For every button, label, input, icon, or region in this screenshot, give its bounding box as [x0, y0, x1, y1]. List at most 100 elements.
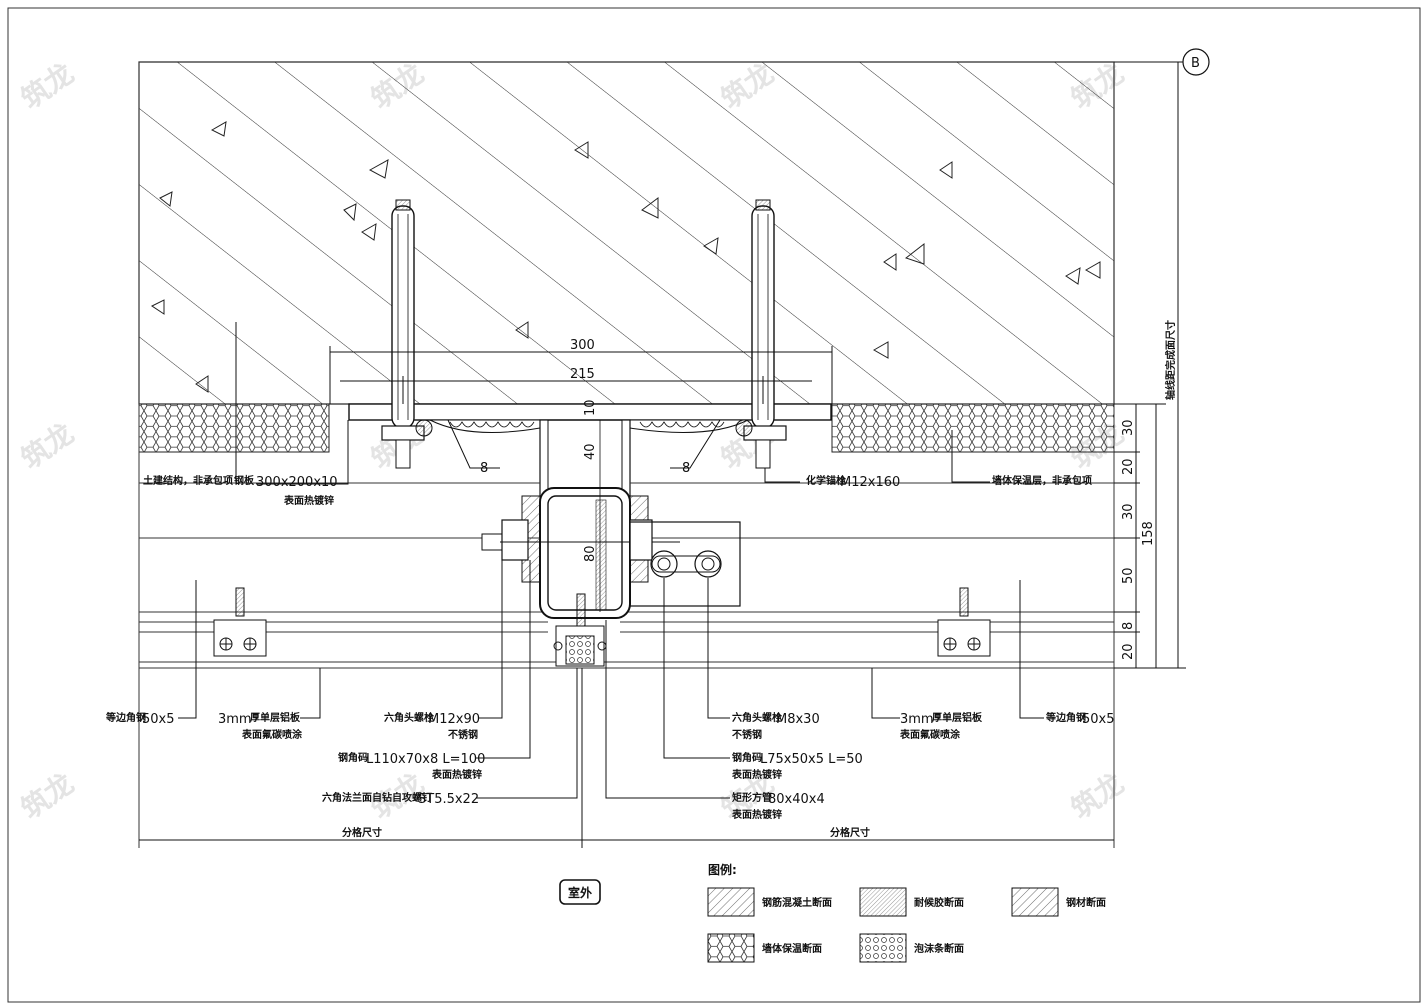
- svg-text:不锈钢: 不锈钢: [732, 728, 762, 741]
- legend-swatch-insulation: [707, 933, 755, 963]
- callout-corner-code-2: 钢角码 L75x50x5 L=50 表面热镀锌: [731, 751, 863, 781]
- svg-text:表面氟碳喷涂: 表面氟碳喷涂: [899, 728, 961, 741]
- axis-marker: B: [1178, 48, 1210, 76]
- screw-left: [213, 587, 267, 657]
- right-dim-axis-label: 轴线距完成面尺寸: [1164, 320, 1177, 400]
- insulation-right: [831, 403, 1115, 453]
- svg-text:300x200x10: 300x200x10: [256, 475, 338, 490]
- svg-text:M8x30: M8x30: [776, 712, 820, 727]
- steel-corner-code: [629, 521, 741, 607]
- callout-insulation: 墙体保温层，非承包项: [992, 474, 1092, 487]
- svg-text:六角头螺栓: 六角头螺栓: [732, 711, 782, 724]
- callout-bolt-m12: 六角头螺栓 M12x90 不锈钢: [384, 711, 480, 741]
- sheet-border: [7, 7, 1421, 1003]
- right-dim-158: 158: [1141, 521, 1156, 546]
- dimension-300: [329, 346, 833, 404]
- svg-text:墙体保温断面: 墙体保温断面: [762, 942, 822, 955]
- dim-40-label: 40: [583, 443, 598, 460]
- svg-text:3mm: 3mm: [218, 712, 252, 727]
- weld-left-label: 8: [480, 461, 488, 476]
- svg-text:室外: 室外: [568, 885, 592, 900]
- right-dim-20a: 20: [1121, 458, 1136, 475]
- callout-screw: 六角法兰面自钻自攻螺钉 ST5.5x22: [322, 791, 479, 807]
- svg-text:钢角码: 钢角码: [732, 751, 762, 764]
- legend-swatch-concrete: [707, 887, 755, 917]
- callout-aluminum-left: 3mm 厚单层铝板 表面氟碳喷涂: [218, 711, 303, 741]
- svg-text:化学锚栓: 化学锚栓: [806, 474, 846, 487]
- concrete-wall: [138, 61, 1115, 405]
- screw-right: [937, 587, 991, 657]
- leader-lines: [178, 322, 1044, 799]
- insulation-left: [138, 403, 330, 453]
- svg-text:土建结构，非承包项: 土建结构，非承包项: [143, 474, 233, 487]
- legend-swatch-steel: [1011, 887, 1059, 917]
- svg-text:图例:: 图例:: [708, 862, 737, 877]
- callout-steel-plate: 钢板 300x200x10 表面热镀锌: [234, 474, 338, 507]
- svg-text:等边角钢: 等边角钢: [1046, 711, 1086, 724]
- svg-text:六角头螺栓: 六角头螺栓: [384, 711, 434, 724]
- svg-text:筑龙: 筑龙: [15, 767, 80, 826]
- callout-bolt-m8: 六角头螺栓 M8x30 不锈钢: [732, 711, 820, 741]
- svg-text:筑龙: 筑龙: [1065, 767, 1130, 826]
- legend-swatch-sealant: [859, 887, 907, 917]
- weld-right-label: 8: [682, 461, 690, 476]
- callout-chemical-anchor: 化学锚栓 M12x160: [806, 474, 900, 490]
- svg-text:表面热镀锌: 表面热镀锌: [731, 768, 782, 781]
- dim-10-label: 10: [583, 399, 598, 416]
- svg-text:泡沫条断面: 泡沫条断面: [914, 942, 964, 955]
- svg-text:表面热镀锌: 表面热镀锌: [731, 808, 782, 821]
- svg-text:不锈钢: 不锈钢: [448, 728, 478, 741]
- bottom-dim-right: 分格尺寸: [830, 826, 870, 839]
- chemical-anchor-right: [735, 199, 787, 469]
- svg-text:50x5: 50x5: [1082, 712, 1115, 727]
- callout-angle-left: 等边角钢 50x5: [106, 711, 175, 727]
- callout-steel-tube: 矩形方管 80x40x4 表面热镀锌: [731, 791, 825, 821]
- svg-text:筑龙: 筑龙: [15, 57, 80, 116]
- svg-text:50x5: 50x5: [142, 712, 175, 727]
- dim-215-label: 215: [570, 367, 595, 382]
- legend: 图例: 钢筋混凝土断面 耐候胶断面 钢材断面 墙体保温断面 泡沫条断面: [707, 862, 1106, 963]
- svg-text:L110x70x8 L=100: L110x70x8 L=100: [366, 752, 485, 767]
- weld-symbols: [447, 419, 721, 469]
- screw-center: [553, 593, 607, 667]
- callout-civil: 土建结构，非承包项: [143, 474, 233, 487]
- svg-text:钢筋混凝土断面: 钢筋混凝土断面: [762, 896, 832, 909]
- dim-300-label: 300: [570, 338, 595, 353]
- svg-text:表面热镀锌: 表面热镀锌: [431, 768, 482, 781]
- svg-text:表面氟碳喷涂: 表面氟碳喷涂: [241, 728, 303, 741]
- panel-lines: [138, 62, 1115, 848]
- chemical-anchor-left: [381, 199, 433, 469]
- svg-text:六角法兰面自钻自攻螺钉: 六角法兰面自钻自攻螺钉: [322, 791, 432, 804]
- svg-text:矩形方管: 矩形方管: [732, 791, 772, 804]
- svg-text:L75x50x5 L=50: L75x50x5 L=50: [760, 752, 863, 767]
- svg-text:80x40x4: 80x40x4: [768, 792, 825, 807]
- legend-swatch-foam: [859, 933, 907, 963]
- svg-text:3mm: 3mm: [900, 712, 934, 727]
- outdoor-tag: 室外: [559, 879, 601, 905]
- callout-corner-code-1: 钢角码 L110x70x8 L=100 表面热镀锌: [338, 751, 485, 781]
- right-dimension-chain: [1114, 61, 1186, 669]
- svg-text:耐候胶断面: 耐候胶断面: [914, 896, 964, 909]
- svg-text:钢板: 钢板: [234, 474, 255, 487]
- svg-text:ST5.5x22: ST5.5x22: [418, 792, 479, 807]
- dimension-215: [340, 376, 812, 404]
- svg-text:M12x90: M12x90: [428, 712, 480, 727]
- bottom-dimension: [139, 668, 1114, 848]
- right-dim-20b: 20: [1121, 643, 1136, 660]
- steel-plate: [348, 403, 832, 501]
- svg-text:等边角钢: 等边角钢: [106, 711, 146, 724]
- svg-text:B: B: [1191, 56, 1200, 71]
- svg-text:钢材断面: 钢材断面: [1066, 896, 1106, 909]
- right-dim-8: 8: [1121, 622, 1136, 630]
- svg-text:厚单层铝板: 厚单层铝板: [250, 711, 301, 724]
- svg-text:筑龙: 筑龙: [15, 417, 80, 476]
- svg-text:表面热镀锌: 表面热镀锌: [283, 494, 334, 507]
- svg-text:墙体保温层，非承包项: 墙体保温层，非承包项: [992, 474, 1092, 487]
- right-dim-50: 50: [1121, 567, 1136, 584]
- svg-text:M12x160: M12x160: [840, 475, 900, 490]
- right-dim-30b: 30: [1121, 503, 1136, 520]
- bottom-dim-left: 分格尺寸: [342, 826, 382, 839]
- callout-angle-right: 等边角钢 50x5: [1046, 711, 1115, 727]
- dim-80-label: 80: [583, 545, 598, 562]
